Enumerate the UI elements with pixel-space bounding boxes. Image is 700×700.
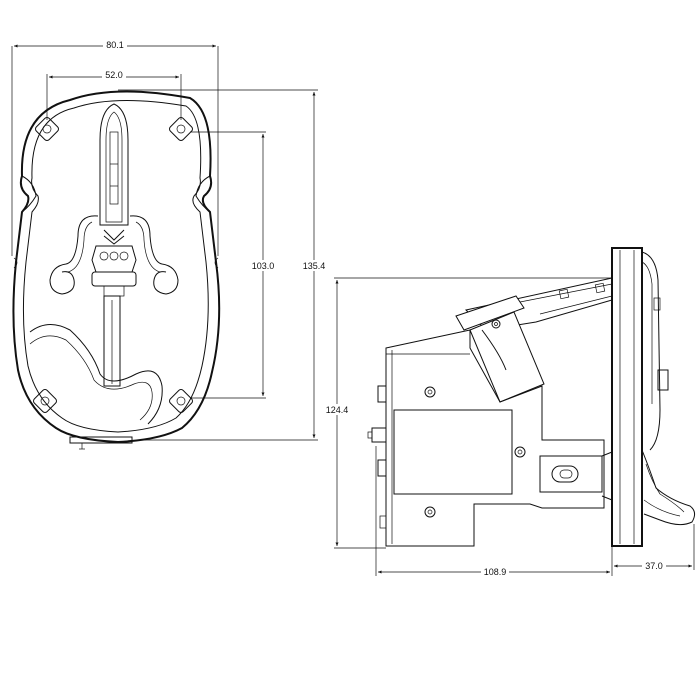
bottom-tab (69, 436, 133, 444)
ear-right (195, 175, 211, 213)
hole-spacing-horizontal-dimension: 52.0 (46, 70, 182, 120)
side-main-housing (385, 329, 605, 547)
hole-spacing-horizontal-value: 52.0 (105, 70, 123, 80)
side-latch-unit (539, 451, 613, 501)
mount-hole-bottom-right (169, 389, 193, 413)
bezel-depth-value: 37.0 (645, 561, 663, 571)
ear-left (21, 175, 37, 213)
scroll-right (129, 215, 179, 295)
front-view: 80.1 52.0 103.0 135.4 (11, 40, 329, 450)
side-connector (367, 385, 387, 529)
side-cable-hook (641, 449, 696, 526)
mount-hole-top-right (169, 117, 193, 141)
cable-loop (29, 324, 163, 425)
coin-slot (99, 103, 129, 226)
front-width-value: 80.1 (106, 40, 124, 50)
mount-hole-top-left (35, 117, 59, 141)
bezel-depth-dimension: 37.0 (614, 524, 695, 571)
side-height-value: 124.4 (326, 405, 349, 415)
scroll-left (49, 215, 99, 295)
front-body-outline (12, 90, 221, 444)
hole-spacing-vertical-value: 103.0 (252, 261, 275, 271)
side-label-plate (393, 409, 526, 495)
side-bezel (611, 247, 669, 547)
front-height-value: 135.4 (303, 261, 326, 271)
hole-spacing-vertical-dimension: 103.0 (190, 131, 278, 399)
side-depth-value: 108.9 (484, 567, 507, 577)
coin-return-block (91, 229, 137, 297)
side-height-dimension: 124.4 (322, 277, 612, 549)
front-height-dimension: 135.4 (118, 89, 329, 441)
mount-hole-bottom-left (33, 389, 57, 413)
release-lever (103, 295, 121, 387)
front-width-dimension: 80.1 (11, 40, 219, 256)
side-coin-mechanism (455, 295, 545, 403)
front-inner-outline (22, 99, 209, 433)
side-view: 124.4 108.9 37.0 (322, 247, 696, 577)
side-depth-dimension: 108.9 (375, 446, 613, 577)
